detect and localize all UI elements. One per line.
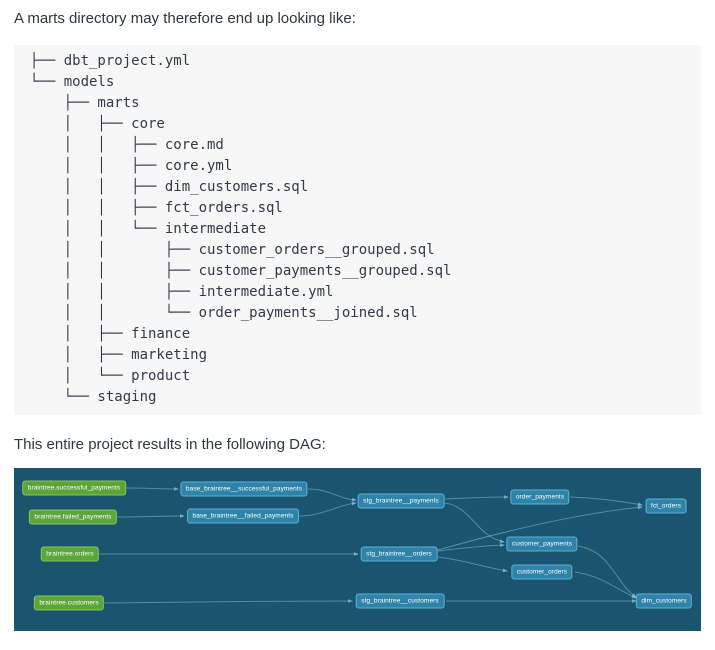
tree-line: │ │ ├── customer_orders__grouped.sql xyxy=(30,242,435,258)
tree-line: │ │ └── order_payments__joined.sql xyxy=(30,305,418,321)
dag-edge xyxy=(298,501,357,517)
dag-edge xyxy=(444,502,505,544)
tree-line: └── staging xyxy=(30,389,157,405)
dag-edge xyxy=(103,599,353,604)
dag-edge xyxy=(437,505,643,551)
dag-edge xyxy=(577,545,637,598)
tree-line: │ │ ├── intermediate.yml xyxy=(30,284,334,300)
tree-line: │ │ ├── core.md xyxy=(30,137,224,153)
dag-edge xyxy=(437,556,508,573)
dag-edge xyxy=(307,488,357,502)
dag-node-stg-braintree-customers: stg_braintree__customers xyxy=(355,593,445,609)
dag-edge xyxy=(125,486,179,491)
tree-line: │ │ ├── dim_customers.sql xyxy=(30,179,309,195)
tree-line: └── models xyxy=(30,74,115,90)
dag-node-base-braintree-failed-payments: base_braintree__failed_payments xyxy=(186,508,300,524)
directory-tree-code-block: ├── dbt_project.yml └── models ├── marts… xyxy=(14,45,701,415)
intro-text: A marts directory may therefore end up l… xyxy=(14,10,356,27)
dag-node-customer-orders: customer_orders xyxy=(511,564,573,580)
dag-node-stg-braintree-payments: stg_braintree__payments xyxy=(357,493,445,509)
dag-intro-text: This entire project results in the follo… xyxy=(14,436,326,453)
dag-edge xyxy=(437,543,505,552)
dag-node-dim-customers: dim_customers xyxy=(635,593,693,609)
doc-page: A marts directory may therefore end up l… xyxy=(0,10,715,631)
tree-line: │ └── product xyxy=(30,368,191,384)
tree-line: │ ├── core xyxy=(30,116,165,132)
tree-line: │ ├── marketing xyxy=(30,347,208,363)
tree-line: │ │ ├── fct_orders.sql xyxy=(30,200,283,216)
dag-node-order-payments: order_payments xyxy=(510,489,570,505)
dag-edge xyxy=(569,496,643,507)
tree-line: │ │ ├── customer_payments__grouped.sql xyxy=(30,263,452,279)
dag-image: braintree.successful_payments braintree.… xyxy=(14,468,701,631)
tree-line: ├── dbt_project.yml xyxy=(30,53,191,69)
tree-line: ├── marts xyxy=(30,95,140,111)
dag-node-fct-orders: fct_orders xyxy=(645,498,687,514)
dag-node-customer-payments: customer_payments xyxy=(506,536,578,552)
dag-node-base-braintree-successful-payments: base_braintree__successful_payments xyxy=(180,481,308,497)
tree-line: │ ├── finance xyxy=(30,326,191,342)
dag-node-stg-braintree-orders: stg_braintree__orders xyxy=(360,546,438,562)
dag-edge xyxy=(115,514,185,519)
dag-edge xyxy=(444,495,509,500)
directory-tree: ├── dbt_project.yml └── models ├── marts… xyxy=(30,51,685,408)
dag-node-braintree-orders: braintree.orders xyxy=(40,546,100,562)
dag-edges xyxy=(97,486,643,604)
dag-node-braintree-failed-payments: braintree.failed_payments xyxy=(28,509,118,525)
dag-node-braintree-customers: braintree.customers xyxy=(33,595,105,611)
dag-edge xyxy=(574,571,637,599)
tree-line: │ │ └── intermediate xyxy=(30,221,267,237)
tree-line: │ │ ├── core.yml xyxy=(30,158,233,174)
dag-node-braintree-successful-payments: braintree.successful_payments xyxy=(22,480,126,496)
